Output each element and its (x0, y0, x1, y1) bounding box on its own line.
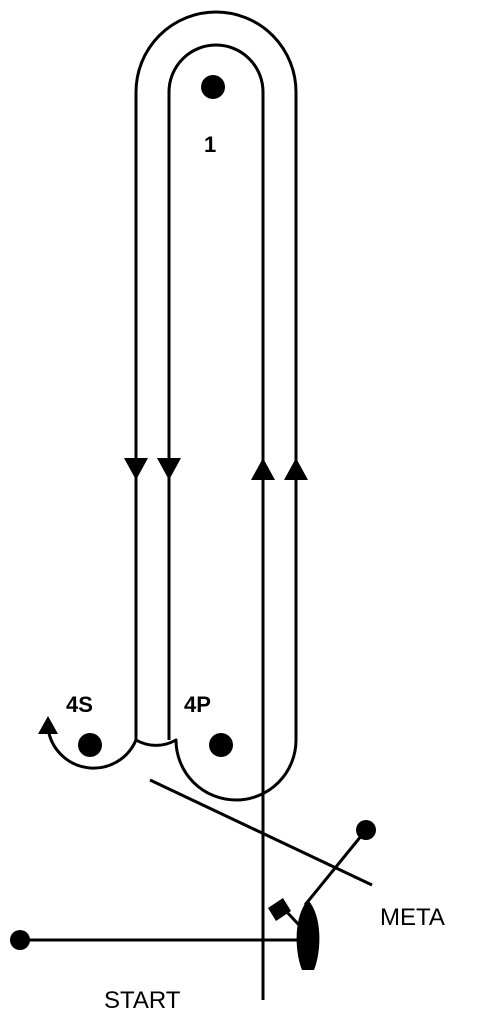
mark-1-label: 1 (204, 132, 216, 157)
mark-1 (201, 75, 225, 99)
mark-4s (78, 733, 102, 757)
committee-flag-icon (268, 898, 291, 921)
finish-boat-line (303, 829, 368, 906)
inner-course-path (167, 43, 265, 940)
start-label: START (104, 987, 181, 1014)
mark-4s-arrow-icon (38, 716, 58, 734)
arrow-down-icon (157, 458, 181, 480)
committee-boat-icon (296, 900, 320, 970)
mark-4p (209, 733, 233, 757)
arrow-up-icon (284, 458, 308, 480)
finish-label: META (380, 904, 445, 931)
mark-4p-label: 4P (184, 692, 211, 717)
committee-flag-pole (282, 907, 302, 928)
start-pin-mark (10, 930, 30, 950)
mark-4s-rounding-path (46, 727, 138, 770)
finish-pin-mark (356, 820, 376, 840)
outer-course-path (134, 10, 298, 802)
mark-4s-label: 4S (66, 692, 93, 717)
arrow-down-icon (124, 458, 148, 480)
arrow-up-icon (251, 458, 275, 480)
